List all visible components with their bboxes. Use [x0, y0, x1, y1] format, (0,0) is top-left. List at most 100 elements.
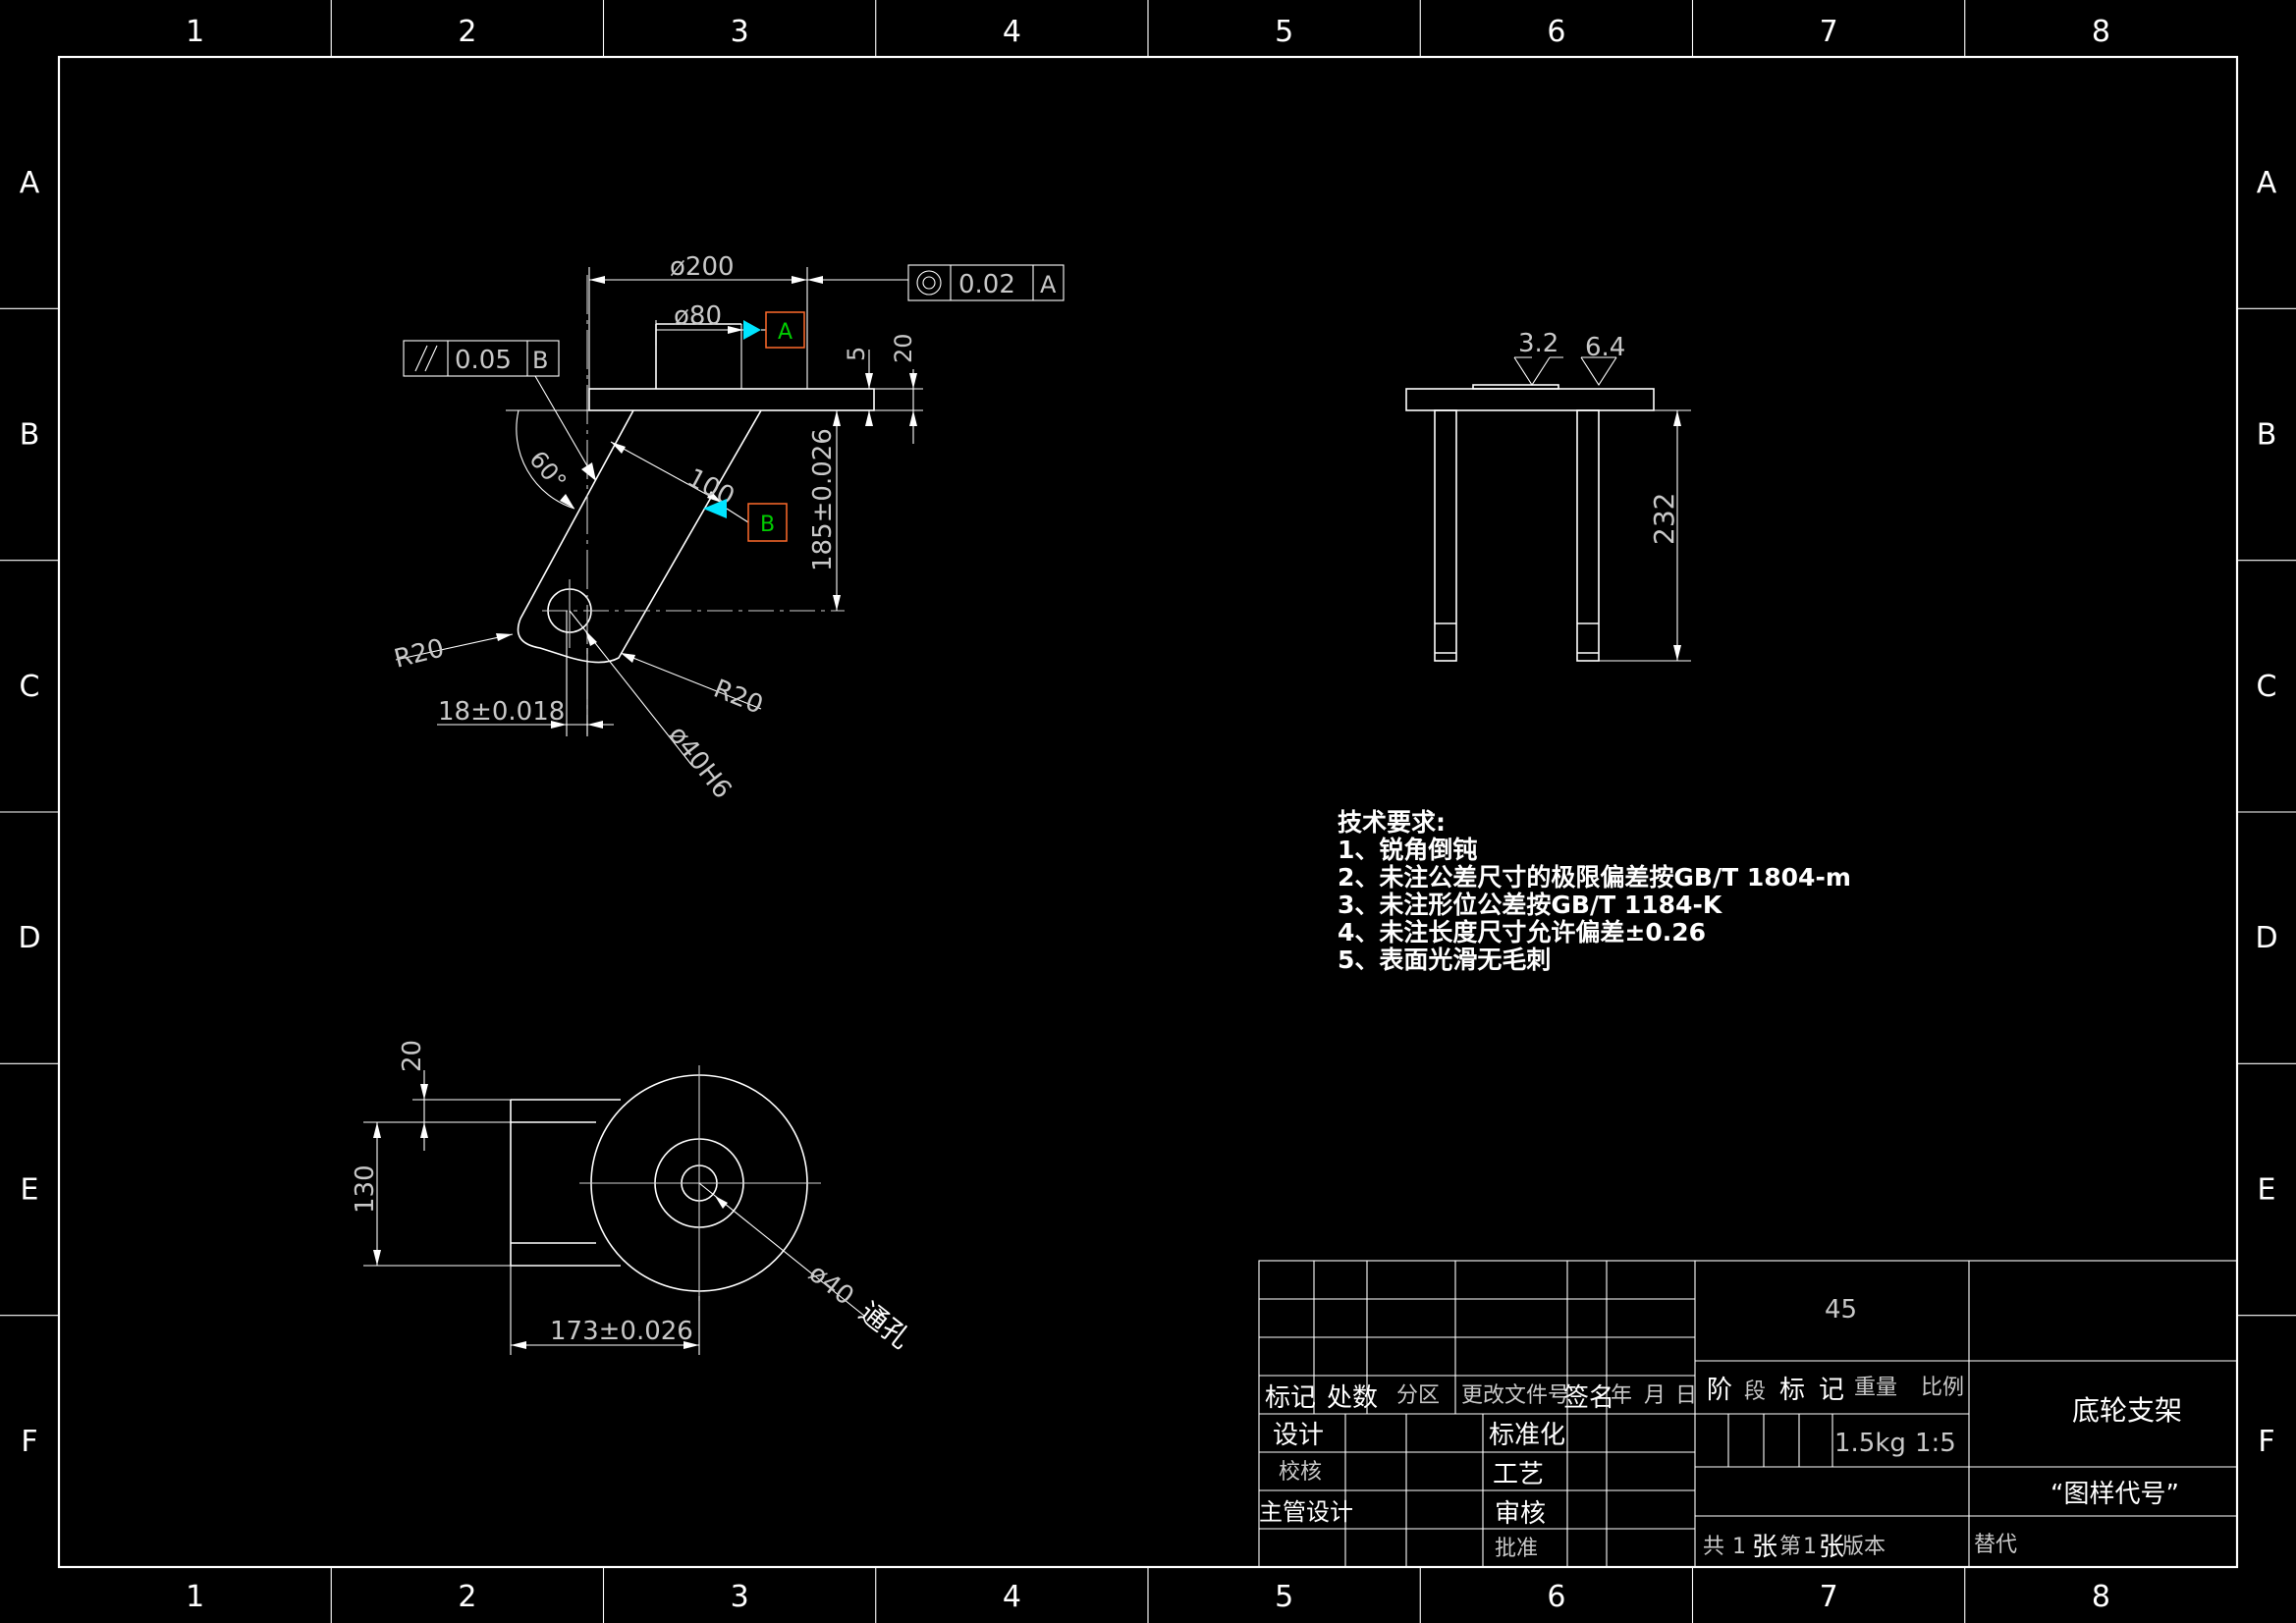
- side-leg-left: [1434, 409, 1457, 662]
- tb-stage-c: 标: [1779, 1376, 1805, 1405]
- zone-column-label: 6: [1547, 1580, 1565, 1614]
- tb-mark: 标记: [1265, 1383, 1316, 1413]
- tb-total-n: 1: [1732, 1535, 1746, 1559]
- side-top-plate: [1405, 388, 1655, 411]
- zone-row-label: B: [2257, 418, 2277, 453]
- concentricity-icon: [916, 270, 942, 296]
- inner-border: [57, 55, 2239, 1569]
- leader-line: [534, 375, 590, 470]
- datum-b-box: [747, 503, 788, 542]
- tb-process: 工艺: [1493, 1460, 1544, 1489]
- tb-replace: 替代: [1974, 1533, 2017, 1557]
- zone-row-label: C: [20, 670, 40, 704]
- fcf-box: [907, 264, 1065, 301]
- tb-zone: 分区: [1396, 1383, 1440, 1408]
- datum-a-triangle: [743, 320, 761, 340]
- dim-r20-left: R20: [391, 633, 447, 674]
- dim-h5: 5: [843, 347, 870, 361]
- dim-line-100: [610, 441, 723, 504]
- fcf-box: [403, 340, 560, 377]
- zone-row-label: F: [2258, 1425, 2274, 1459]
- tb-stage-b: 段: [1744, 1380, 1766, 1404]
- tech-req-item: 4、未注长度尺寸允许偏差±0.26: [1338, 918, 1706, 947]
- zone-column-label: 7: [1820, 1580, 1838, 1614]
- tb-change-doc: 更改文件号: [1461, 1383, 1569, 1408]
- parallelism-datum: B: [532, 347, 548, 374]
- tb-year: 年: [1611, 1383, 1632, 1408]
- dim-top-w173: 173±0.026: [550, 1317, 693, 1346]
- tb-total-b: 张: [1752, 1533, 1777, 1562]
- side-boss: [1472, 384, 1559, 390]
- arm-outline: [517, 409, 762, 664]
- dim-top-h20: 20: [398, 1040, 427, 1072]
- zone-column-label: 6: [1547, 15, 1565, 49]
- drawing-code: “图样代号”: [2050, 1480, 2179, 1509]
- tb-review: 审核: [1495, 1499, 1546, 1529]
- arrowhead: [792, 276, 807, 284]
- front-view: ø200 0.02 A ø80 A 5: [391, 252, 1065, 805]
- title-block: 45 底轮支架 “图样代号” 标记 处数 分区 更改文件号 签名 年 月 日 阶…: [1258, 1260, 2238, 1568]
- datum-a-label: A: [778, 320, 793, 345]
- roughness-3-2: 3.2: [1518, 329, 1558, 358]
- top-plate: [588, 388, 875, 411]
- tb-chief: 主管设计: [1259, 1498, 1353, 1526]
- tb-sheet-n: 1: [1803, 1535, 1817, 1559]
- concentricity-frame: 0.02 A: [907, 264, 1065, 301]
- tb-day: 日: [1675, 1383, 1697, 1408]
- zone-column-label: 8: [2092, 15, 2110, 49]
- material: 45: [1825, 1295, 1857, 1325]
- zone-column-label: 5: [1275, 1580, 1293, 1614]
- datum-b-label: B: [760, 513, 775, 537]
- zone-column-label: 7: [1820, 15, 1838, 49]
- dim-bore: ø40H6: [662, 721, 737, 805]
- tb-sheet-a: 第: [1779, 1535, 1801, 1559]
- zone-column-label: 4: [1003, 1580, 1021, 1614]
- zone-column-label: 3: [731, 1580, 749, 1614]
- zone-row-label: E: [21, 1173, 39, 1208]
- tb-version: 版本: [1842, 1535, 1886, 1559]
- tech-req-item: 1、锐角倒钝: [1338, 836, 1477, 864]
- dim-len100: 100: [683, 463, 739, 513]
- top-view: 20 130 173±0.026 ø40 通孔: [351, 1040, 916, 1355]
- roughness-icon: [1513, 356, 1563, 387]
- zone-row-label: C: [2257, 670, 2277, 704]
- tb-sheet-b: 张: [1819, 1533, 1844, 1562]
- roughness-icon: [1580, 356, 1617, 387]
- hole-note: 通孔: [853, 1296, 916, 1355]
- dim-r20-right: R20: [709, 675, 767, 721]
- tb-month: 月: [1644, 1383, 1666, 1408]
- zone-column-label: 1: [186, 1580, 204, 1614]
- zone-row-label: D: [2255, 921, 2277, 955]
- tb-total-a: 共: [1703, 1535, 1724, 1559]
- tb-approve: 批准: [1495, 1537, 1538, 1561]
- tb-weight: 1.5kg: [1834, 1429, 1906, 1458]
- tb-scale-label: 比例: [1921, 1376, 1964, 1400]
- dim-d80: ø80: [674, 301, 722, 331]
- dim-w18: 18±0.018: [438, 697, 565, 727]
- arrowhead: [728, 326, 743, 334]
- tb-stage-a: 阶: [1707, 1376, 1732, 1405]
- tb-check: 校核: [1279, 1460, 1322, 1485]
- zone-column-label: 4: [1003, 15, 1021, 49]
- parallelism-icon: [414, 345, 428, 372]
- zone-row-label: D: [18, 921, 40, 955]
- zone-column-label: 2: [458, 15, 476, 49]
- zone-column-label: 1: [186, 15, 204, 49]
- tech-req-item: 5、表面光滑无毛刺: [1338, 946, 1551, 974]
- datum-b-triangle: [703, 499, 727, 518]
- zone-column-label: 8: [2092, 1580, 2110, 1614]
- arrowhead: [807, 276, 823, 284]
- tb-stage-d: 记: [1819, 1376, 1844, 1405]
- tb-standard: 标准化: [1489, 1421, 1565, 1450]
- dim-h185: 185±0.026: [808, 428, 838, 571]
- tb-count: 处数: [1327, 1383, 1378, 1413]
- zone-column-label: 5: [1275, 15, 1293, 49]
- angle-arc: [516, 409, 575, 510]
- datum-a-box: [765, 311, 805, 349]
- dim-top-h130: 130: [351, 1164, 380, 1214]
- tech-req-item: 2、未注公差尺寸的极限偏差按GB/T 1804-m: [1338, 863, 1851, 892]
- zone-row-label: E: [2258, 1173, 2276, 1208]
- side-view: 3.2 6.4 232: [1405, 329, 1691, 662]
- dim-d200: ø200: [670, 252, 735, 282]
